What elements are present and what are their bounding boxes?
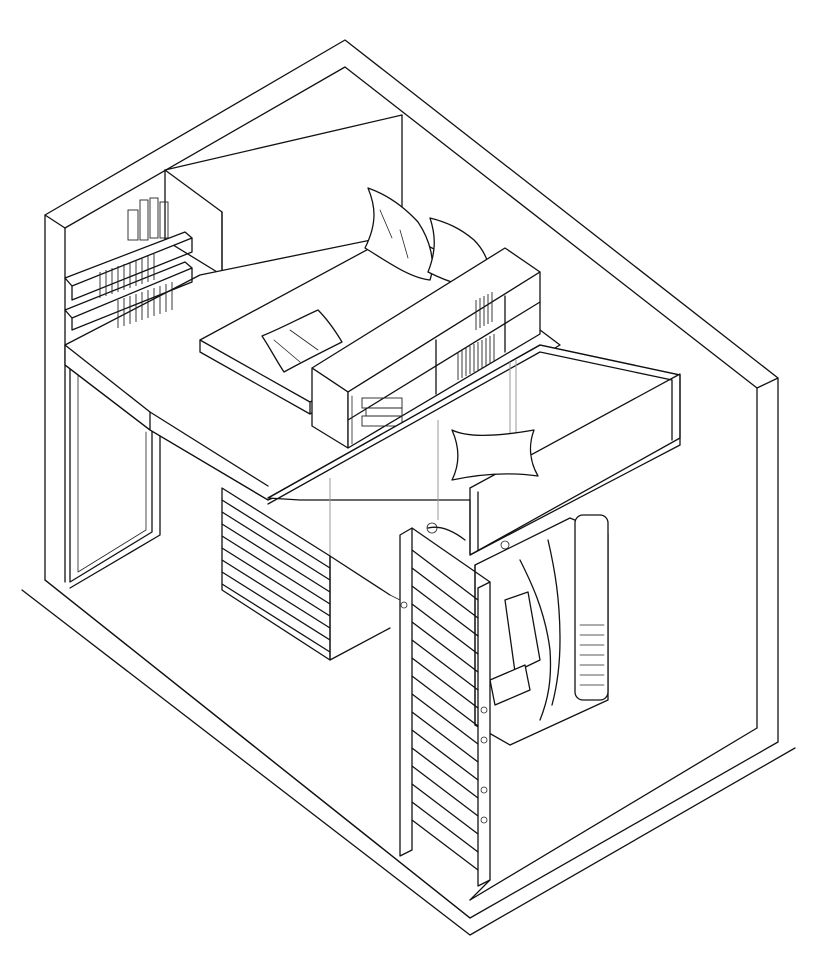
pillow-on-railing [451,429,539,481]
wall-shelves [64,197,193,331]
ladder-rungs [411,549,479,871]
wall-bars-ladder [399,527,491,887]
home-gym-machine [426,514,609,746]
slatted-partition [221,487,391,661]
shelf-books-upper [99,197,173,328]
shelf-books-right [457,292,495,380]
pillow-large-left [364,187,433,281]
floor-ground-lines [21,589,796,936]
weight-stack [579,624,605,686]
floor-edge-lines [389,594,491,901]
mezzanine-bookshelf [311,247,541,449]
pillow-small-bed [261,309,343,373]
ladder-mount-holes [400,601,488,824]
partition-slats [221,499,331,653]
